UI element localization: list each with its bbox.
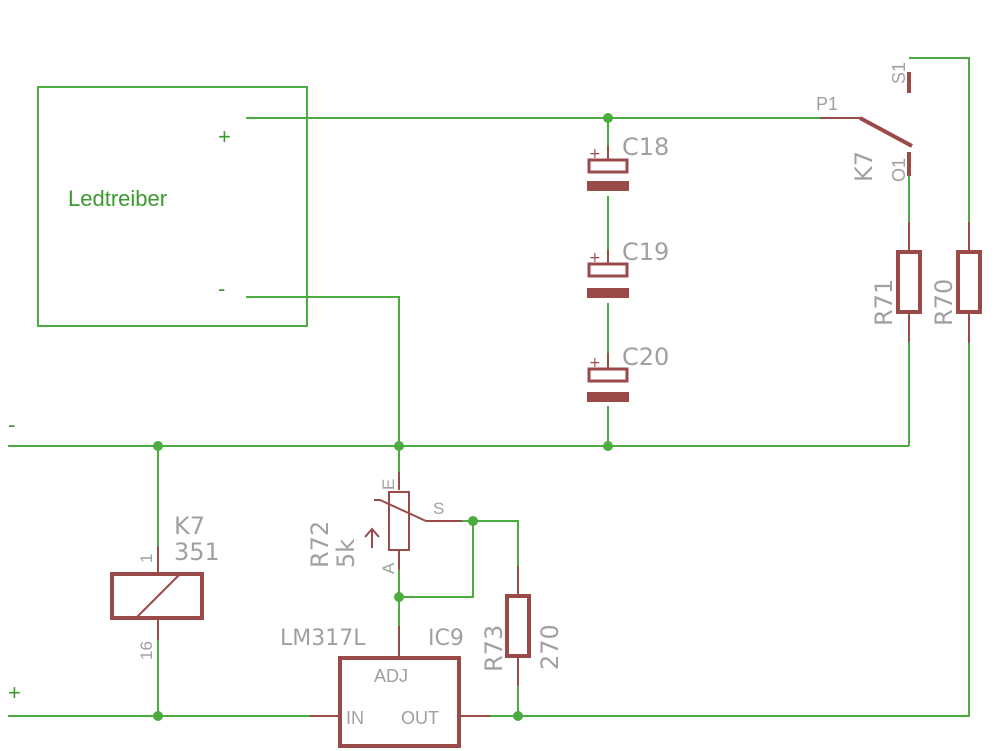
junction-dot [153,441,163,451]
wire-module-minus [246,296,400,446]
trimmer-body [388,491,410,551]
resistor-body [896,250,922,314]
capacitor-plate [587,392,629,402]
resistor-r70: R70 [930,222,982,343]
capacitor-polarity: + [589,250,601,266]
wire-out-to-r70 [490,343,970,717]
coil-label: K7 [174,512,205,540]
relay-contact-k7: P1 S1 O1 K7 [816,62,913,182]
regulator-pin-adj: ADJ [374,666,408,686]
coil-diagonal [135,573,181,619]
minus-rail-label: - [8,412,15,437]
trimmer-pin-e: E [379,479,398,490]
wires [8,57,970,717]
junction-dot [513,711,523,721]
resistor-value: 270 [536,624,564,670]
regulator-pin-out: OUT [401,708,439,728]
resistor-body [505,594,531,658]
capacitor-polarity: + [589,355,601,371]
ledtreiber-minus-label: - [218,276,225,301]
resistor-label: R73 [480,625,508,672]
trimmer-pin-a: A [379,562,398,574]
capacitor-label: C18 [622,133,669,161]
regulator-part: LM317L [280,626,366,651]
capacitor-plate [587,367,629,383]
junction-dot [603,441,613,451]
junction-dot [394,592,404,602]
capacitor-plate [587,158,629,174]
junction-dot [153,711,163,721]
capacitor-c18: + C18 [587,133,669,191]
relay-coil-k7: K7 351 1 16 [110,512,220,660]
junction-dot [468,516,478,526]
ledtreiber-plus-label: + [218,124,231,149]
junction-dot [394,441,404,451]
pin-label-s1: S1 [889,62,909,84]
regulator-body [338,656,461,748]
capacitor-plate [587,262,629,278]
arrow-icon [364,527,380,538]
wire-s-r73 [462,520,519,566]
capacitor-label: C20 [622,343,669,371]
resistor-r73: R73 270 [480,566,564,686]
regulator-ref: IC9 [428,626,464,651]
junction-dot [603,113,613,123]
pin-label-o1: O1 [889,158,909,182]
trimmer-value: 5k [332,539,360,568]
resistor-label: R70 [930,279,958,326]
ledtreiber-module: Ledtreiber + - [37,86,308,327]
relay-contact-label: K7 [850,151,878,182]
pin-label-p1: P1 [816,94,838,114]
capacitor-plate [587,288,629,298]
junctions [153,113,613,721]
capacitor-plate [587,181,629,191]
regulator-pin-in: IN [346,708,364,728]
switch-lever [859,116,913,148]
trimmer-wiper [374,499,462,522]
plus-rail-label: + [8,680,21,705]
resistor-body [956,250,982,314]
capacitor-c20: + C20 [587,343,669,402]
coil-pin-label: 1 [137,554,156,563]
regulator-ic9: LM317L IC9 ADJ IN OUT [280,626,490,748]
capacitor-polarity: + [589,146,601,162]
resistor-r71: R71 [870,222,922,342]
wire-wiper-loop [399,521,474,598]
trimmer-label: R72 [306,521,334,568]
trimmer-pin-s: S [433,499,444,518]
ledtreiber-box [37,86,308,327]
coil-pin-label: 16 [137,641,156,660]
ledtreiber-label: Ledtreiber [68,186,167,211]
capacitor-label: C19 [622,238,669,266]
trimmer-r72: E A S R72 5k [306,472,462,574]
capacitor-c19: + C19 [587,238,669,298]
wire-s1-r70 [909,57,970,222]
coil-value: 351 [174,538,220,566]
resistor-label: R71 [870,279,898,326]
